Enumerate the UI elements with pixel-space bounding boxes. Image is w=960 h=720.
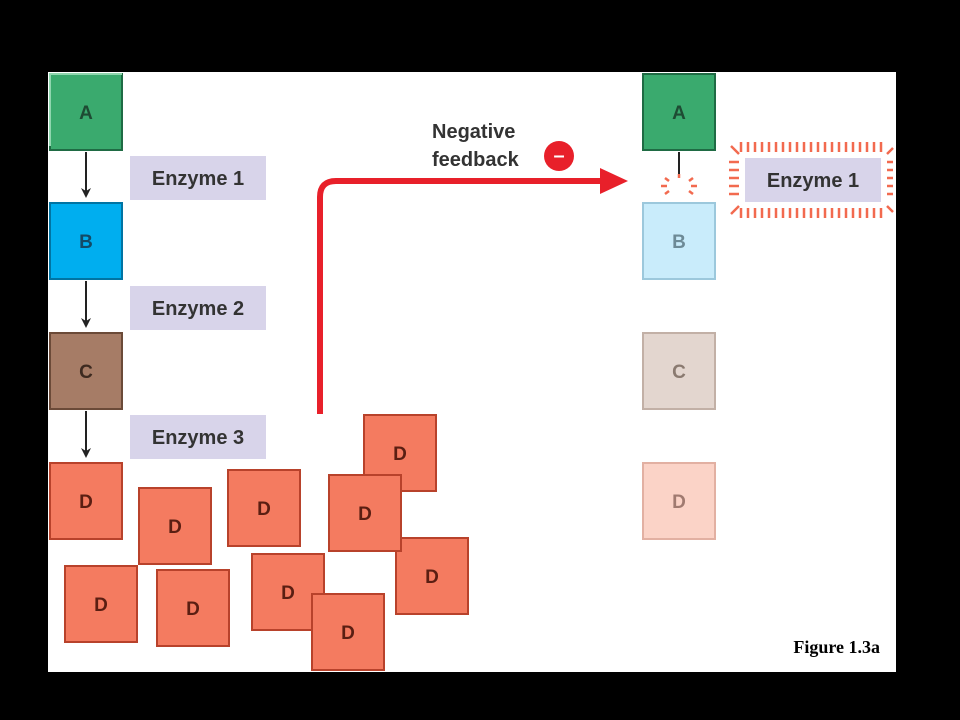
inhibited-c-label: C	[672, 362, 686, 383]
inhibited-enzyme-1-label: Enzyme 1	[767, 170, 859, 192]
feedback-arrow	[317, 178, 604, 414]
substrate-c-label: C	[79, 362, 93, 383]
figure-caption: Figure 1.3a	[793, 637, 880, 657]
enzyme-3-box: Enzyme 3	[130, 415, 266, 459]
product-d-label: D	[257, 499, 271, 520]
minus-sign-text: –	[553, 145, 564, 167]
burst-dash	[886, 205, 894, 213]
inhibited-d-box: D	[642, 462, 716, 540]
inhibition-burst-icon	[729, 142, 894, 218]
inhibited-d-label: D	[672, 492, 686, 513]
substrate-d-label: D	[79, 492, 93, 513]
product-d-label: D	[281, 583, 295, 604]
enzyme-3-label: Enzyme 3	[152, 427, 244, 449]
burst-dash	[730, 205, 740, 215]
product-d-box: D	[227, 469, 301, 547]
burst-dash	[730, 145, 740, 155]
product-d-label: D	[168, 517, 182, 538]
inhibited-a-box: A	[642, 73, 716, 151]
product-d-box: D	[156, 569, 230, 647]
substrate-c-box: C	[49, 332, 123, 410]
burst-dash	[886, 147, 894, 155]
product-d-label: D	[393, 444, 407, 465]
feedback-label-line1: Negative	[432, 121, 515, 143]
blocked-burst-icon	[661, 174, 697, 195]
feedback-arrowhead	[600, 168, 628, 194]
inhibited-b-box: B	[642, 202, 716, 280]
product-d-box: D	[138, 487, 212, 565]
enzyme-1-label: Enzyme 1	[152, 168, 244, 190]
product-d-box: D	[311, 593, 385, 671]
feedback-label-line2: feedback	[432, 149, 520, 171]
enzyme-1-box: Enzyme 1	[130, 156, 266, 200]
product-d-pile: D D D D D D D D D	[64, 414, 469, 671]
product-d-box: D	[64, 565, 138, 643]
inhibited-enzyme-1-box: Enzyme 1	[729, 142, 894, 218]
minus-sign-icon: –	[544, 141, 574, 171]
inhibited-b-label: B	[672, 232, 686, 253]
enzyme-2-box: Enzyme 2	[130, 286, 266, 330]
substrate-a-box: A	[49, 73, 123, 151]
substrate-a-label: A	[79, 103, 93, 124]
substrate-b-box: B	[49, 202, 123, 280]
product-d-box: D	[395, 537, 469, 615]
inhibited-c-box: C	[642, 332, 716, 410]
substrate-b-label: B	[79, 232, 93, 253]
product-d-label: D	[425, 567, 439, 588]
product-d-label: D	[358, 504, 372, 525]
product-d-label: D	[341, 623, 355, 644]
product-d-label: D	[186, 599, 200, 620]
product-d-label: D	[94, 595, 108, 616]
product-d-box: D	[328, 474, 402, 552]
substrate-d-box: D	[49, 462, 123, 540]
enzyme-2-label: Enzyme 2	[152, 298, 244, 320]
inhibited-a-label: A	[672, 103, 686, 124]
